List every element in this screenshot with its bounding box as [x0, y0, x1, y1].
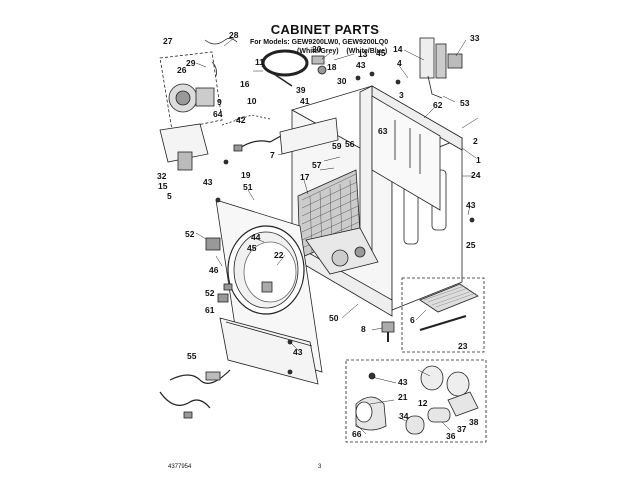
page-number: 3: [318, 464, 322, 470]
part-label-32: 32: [157, 171, 167, 181]
part-label-1: 1: [476, 155, 481, 165]
leveling-leg: [381, 321, 395, 342]
part-label-33: 33: [470, 33, 480, 43]
part-label-16: 16: [240, 79, 250, 89]
part-label-39: 39: [296, 85, 306, 95]
part-label-62: 62: [433, 100, 443, 110]
part-label-23: 23: [458, 341, 468, 351]
part-label-41: 41: [300, 96, 310, 106]
part-label-30: 30: [337, 76, 347, 86]
screws: [223, 75, 401, 165]
part-label-22: 22: [274, 250, 284, 260]
part-label-44: 44: [251, 232, 261, 242]
rear-top-bracket: [419, 37, 463, 99]
main-wire-harness: [159, 369, 231, 419]
part-label-63: 63: [378, 126, 388, 136]
part-label-51: 51: [243, 182, 253, 192]
color-2: (White/Blue): [346, 48, 388, 55]
part-label-34: 34: [399, 411, 409, 421]
motor-assembly: [159, 38, 238, 131]
part-label-19: 19: [241, 170, 251, 180]
part-label-46: 46: [209, 265, 219, 275]
model-row-1: For Models: GEW9200LW0, GEW9200LQ0: [250, 38, 420, 47]
part-label-17: 17: [300, 172, 310, 182]
part-label-52-upper: 52: [185, 229, 195, 239]
part-label-29: 29: [186, 58, 196, 68]
part-label-14: 14: [393, 44, 403, 54]
part-label-25: 25: [466, 240, 476, 250]
part-label-10: 10: [247, 96, 257, 106]
part-label-28: 28: [229, 30, 239, 40]
part-label-43-top: 43: [356, 60, 366, 70]
part-label-9: 9: [217, 97, 222, 107]
part-label-24: 24: [471, 170, 481, 180]
part-label-6: 6: [410, 315, 415, 325]
part-label-43-left: 43: [203, 177, 213, 187]
models-prefix: For Models:: [250, 39, 290, 46]
part-label-45-top: 45: [376, 48, 386, 58]
part-label-8: 8: [361, 324, 366, 334]
part-label-37: 37: [457, 424, 467, 434]
part-label-50: 50: [329, 313, 339, 323]
color-1: (White/Grey): [297, 48, 339, 55]
model-list: For Models: GEW9200LW0, GEW9200LQ0 (Whit…: [250, 38, 420, 56]
part-label-64: 64: [213, 109, 223, 119]
idler-parts: [311, 55, 327, 75]
model-1: GEW9200LW0,: [291, 39, 341, 46]
part-label-18: 18: [327, 62, 337, 72]
cabinet-body: [279, 85, 463, 317]
model-2: GEW9200LQ0: [342, 39, 389, 46]
part-label-53: 53: [460, 98, 470, 108]
part-label-43-right: 43: [466, 200, 476, 210]
exhaust-parts-box: [345, 359, 487, 443]
part-label-59: 59: [332, 141, 342, 151]
part-label-57: 57: [312, 160, 322, 170]
part-label-11: 11: [255, 57, 264, 67]
toe-panel: [219, 317, 319, 385]
leader-lines: [195, 37, 479, 435]
part-label-5: 5: [167, 191, 172, 201]
part-label-42: 42: [236, 115, 246, 125]
document-number: 4377954: [168, 464, 192, 470]
part-label-20: 20: [312, 44, 322, 54]
part-label-13: 13: [358, 49, 368, 59]
upper-harness: [221, 114, 289, 152]
part-label-38: 38: [469, 417, 479, 427]
part-label-3: 3: [399, 90, 404, 100]
part-label-15: 15: [158, 181, 168, 191]
part-label-61: 61: [205, 305, 215, 315]
part-label-26: 26: [177, 65, 187, 75]
part-label-45-door: 45: [247, 243, 257, 253]
part-label-7: 7: [270, 150, 275, 160]
part-label-52-lower: 52: [205, 288, 215, 298]
front-panel-bracket: [159, 123, 209, 171]
part-label-56: 56: [345, 139, 355, 149]
part-label-21: 21: [398, 392, 408, 402]
part-label-36: 36: [446, 431, 456, 441]
part-label-27: 27: [163, 36, 173, 46]
part-label-55: 55: [187, 351, 197, 361]
page-title: CABINET PARTS: [270, 22, 380, 37]
part-label-2: 2: [473, 136, 478, 146]
clips: [205, 71, 475, 375]
part-label-43-exhaust: 43: [398, 377, 408, 387]
drive-belt: [261, 49, 309, 87]
lint-assembly-box: [401, 277, 485, 353]
model-row-2: (White/Grey) (White/Blue): [250, 47, 420, 56]
part-label-66: 66: [352, 429, 362, 439]
part-label-43-bottom: 43: [293, 347, 303, 357]
part-label-4: 4: [397, 58, 402, 68]
part-label-12: 12: [418, 398, 428, 408]
